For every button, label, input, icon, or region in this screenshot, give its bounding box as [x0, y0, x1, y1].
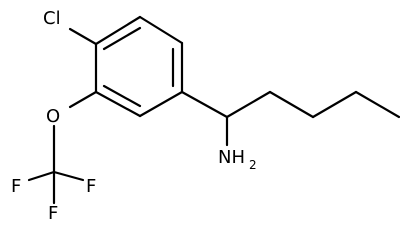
bond-carbon-to-fluorine-left [27, 170, 56, 182]
bond-chain-2 [268, 90, 315, 119]
bond-chain-3 [311, 90, 358, 119]
fluorine-left-atom-label: F [11, 176, 21, 197]
amine-atom-label: NH [218, 147, 245, 168]
chlorine-atom-label: Cl [43, 8, 61, 29]
ring-inner-bond-1 [102, 26, 142, 51]
bond-ring-to-oxygen [68, 90, 98, 109]
ring-bond-4 [138, 90, 184, 118]
ring-bond-2 [138, 15, 184, 45]
bond-chain-1 [225, 90, 272, 119]
ring-bond-1 [94, 15, 142, 46]
bond-chain-4 [354, 90, 400, 119]
bond-ring-to-alpha-carbon [180, 90, 229, 119]
molecule-diagram: Cl O F F F NH 2 [11, 8, 400, 224]
ring-bond-5 [94, 90, 142, 118]
bond-ring-to-chlorine [68, 27, 98, 46]
ring-inner-bond-3 [102, 84, 142, 108]
amine-subscript-label: 2 [249, 158, 257, 172]
fluorine-right-atom-label: F [86, 176, 96, 197]
benzene-ring [94, 15, 184, 118]
bond-carbon-to-fluorine-right [52, 170, 85, 182]
fluorine-bottom-atom-label: F [48, 203, 58, 224]
oxygen-atom-label: O [46, 106, 60, 127]
